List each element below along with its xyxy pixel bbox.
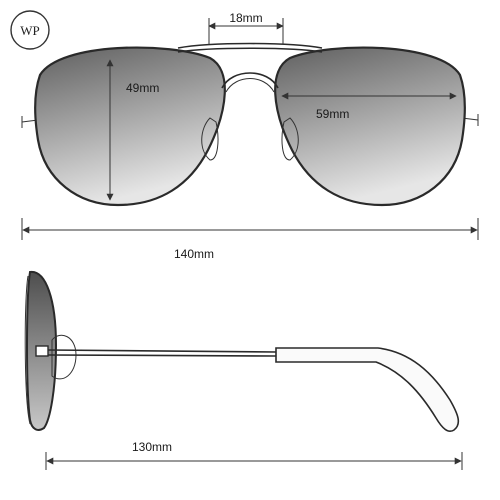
ear-piece [275, 347, 460, 433]
logo-text: WP [20, 23, 40, 38]
brand-logo: WP [10, 10, 50, 50]
side-hinge [35, 345, 49, 357]
temple-arm-bottom [47, 354, 277, 357]
logo-circle [10, 10, 50, 50]
left-nose-pad [201, 117, 219, 161]
nose-bridge-inner [225, 78, 275, 93]
front-view: 18mm 49mm 59mm [21, 11, 479, 207]
nose-bridge [221, 72, 279, 89]
lens-height-label: 49mm [126, 81, 159, 95]
lens-width-label: 59mm [316, 107, 349, 121]
total-width-label: 140mm [174, 247, 214, 261]
side-lens-frame-rim [24, 275, 31, 425]
right-nose-pad [281, 117, 299, 161]
temple-arm-top [47, 349, 277, 353]
total-width-dimension: 140mm [21, 218, 479, 261]
bridge-dimension-label: 18mm [229, 11, 262, 25]
top-bridge-bar-inner [177, 47, 323, 53]
right-lens [274, 46, 466, 207]
temple-length-label: 130mm [132, 440, 172, 454]
left-lens [34, 46, 226, 207]
side-view: 130mm [24, 270, 463, 470]
top-bridge-bar [177, 42, 323, 49]
